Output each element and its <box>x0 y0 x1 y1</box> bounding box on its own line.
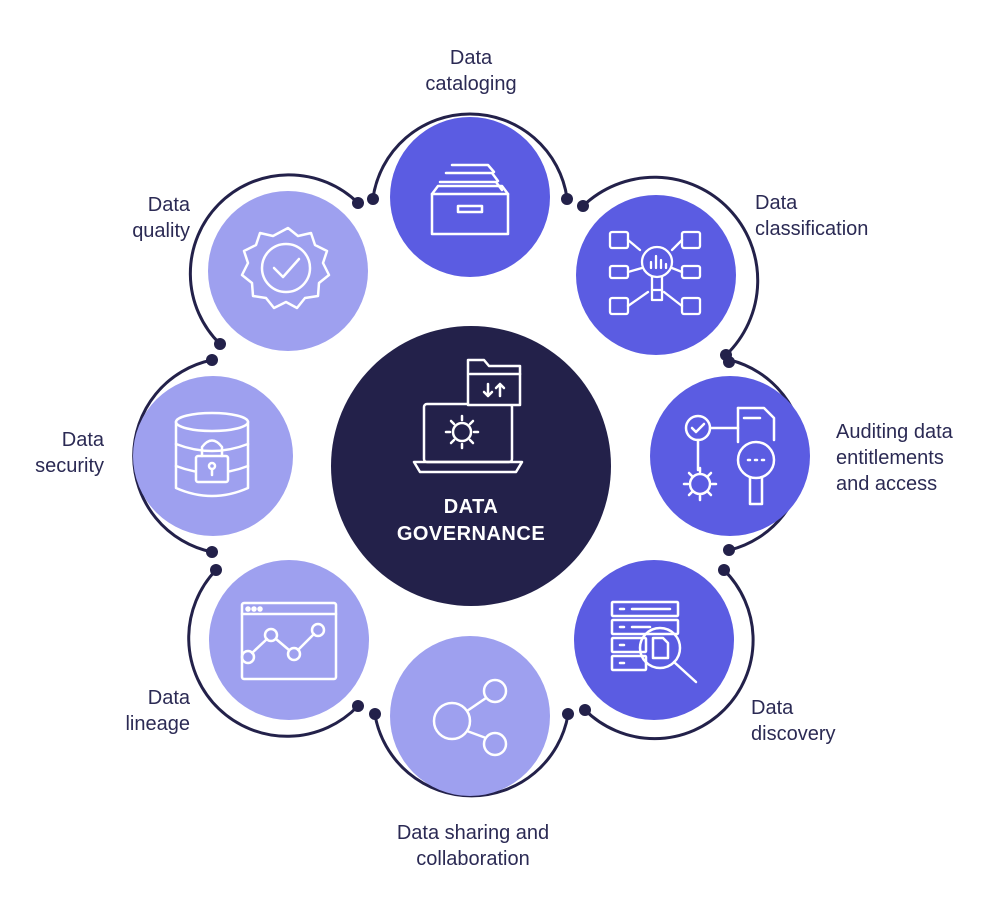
ring-dot <box>206 354 218 366</box>
label-line: discovery <box>751 723 836 745</box>
node-circle-lineage <box>209 560 369 720</box>
laptop-gear-folder-icon <box>412 358 524 474</box>
node-circle-auditing <box>650 376 810 536</box>
ring-dot <box>577 200 589 212</box>
ring-dot <box>723 544 735 556</box>
label-cataloging: Data cataloging <box>411 45 531 97</box>
ring-arc-quality <box>188 173 360 346</box>
label-line: Data <box>147 687 190 709</box>
ring-dot <box>718 564 730 576</box>
ring-dot <box>210 564 222 576</box>
label-line: collaboration <box>416 848 530 870</box>
label-line: classification <box>755 218 869 240</box>
label-line: cataloging <box>425 73 517 95</box>
ring-arc-lineage <box>187 568 360 738</box>
label-line: Data <box>755 192 798 214</box>
label-line: Data <box>61 429 104 451</box>
ring-dot <box>369 708 381 720</box>
server-search-icon <box>610 600 698 684</box>
center-title: DATA GOVERNANCE <box>331 494 611 548</box>
label-line: entitlements <box>836 447 944 469</box>
node-circle-cataloging <box>390 117 550 277</box>
center-circle <box>331 326 611 606</box>
label-auditing: Auditing data entitlements and access <box>836 419 953 497</box>
ring-arc-classification <box>581 175 760 357</box>
label-line: Data <box>147 194 190 216</box>
label-line: Data sharing and <box>396 822 550 844</box>
label-lineage: Data lineage <box>90 685 190 737</box>
magnifier-network-icon <box>608 230 702 316</box>
label-classification: Data classification <box>755 190 868 242</box>
center-title-line: DATA <box>443 496 499 518</box>
audit-gear-search-icon <box>682 406 776 506</box>
ring-dot <box>206 546 218 558</box>
ring-dots <box>206 193 735 720</box>
ring-dot <box>723 356 735 368</box>
badge-check-icon <box>240 226 331 310</box>
ring-dot <box>352 700 364 712</box>
label-sharing: Data sharing and collaboration <box>370 820 576 872</box>
line-chart-window-icon <box>240 601 338 681</box>
label-line: Auditing data <box>836 421 953 443</box>
label-line: quality <box>132 220 190 242</box>
ring-dot <box>214 338 226 350</box>
database-lock-icon <box>174 411 250 498</box>
center-title-line: GOVERNANCE <box>396 523 546 545</box>
label-line: and access <box>836 473 938 495</box>
node-circle-classification <box>576 195 736 355</box>
ring-dot <box>561 193 573 205</box>
ring-arc-cataloging <box>371 112 569 200</box>
label-line: lineage <box>125 713 190 735</box>
label-line: security <box>35 455 104 477</box>
ring-dot <box>352 197 364 209</box>
ring-arc-discovery <box>583 568 755 741</box>
ring-dot <box>579 704 591 716</box>
label-security: Data security <box>4 427 104 479</box>
ring-dot <box>562 708 574 720</box>
label-line: Data <box>751 697 794 719</box>
label-discovery: Data discovery <box>751 695 835 747</box>
share-icon <box>432 678 508 757</box>
ring-dot <box>367 193 379 205</box>
file-drawer-icon <box>430 163 510 236</box>
label-quality: Data quality <box>90 192 190 244</box>
label-line: Data <box>449 47 493 69</box>
